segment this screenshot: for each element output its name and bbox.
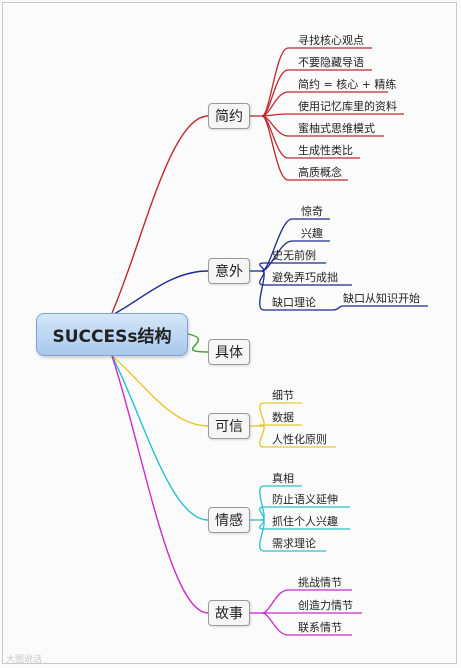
connector xyxy=(259,519,326,552)
connector xyxy=(259,425,336,448)
branch-emotional[interactable]: 情感 xyxy=(208,507,250,533)
diagram-frame xyxy=(2,2,457,664)
leaf-simple-3: 简约 = 核心 + 精练 xyxy=(298,78,397,91)
leaf-credible-2: 数据 xyxy=(272,411,294,424)
connector xyxy=(261,612,352,636)
connector xyxy=(261,115,348,181)
leaf-simple-2: 不要隐藏导语 xyxy=(298,56,364,69)
connector xyxy=(259,270,332,311)
leaf-simple-1: 寻找核心观点 xyxy=(298,34,364,47)
leaf-credible-3: 人性化原则 xyxy=(272,433,327,446)
root-node[interactable]: SUCCESs结构 xyxy=(36,313,188,356)
branch-simple[interactable]: 简约 xyxy=(208,103,250,129)
leaf-simple-4: 使用记忆库里的资料 xyxy=(298,100,397,113)
connector xyxy=(111,355,209,427)
leaf-story-1: 挑战情节 xyxy=(298,576,342,589)
leaf-simple-6: 生成性类比 xyxy=(298,144,353,157)
leaf-emotional-1: 真相 xyxy=(272,472,294,485)
connector xyxy=(331,305,428,311)
watermark: 大图说话 xyxy=(6,655,43,665)
connector xyxy=(111,270,209,316)
leaf-emotional-2: 防止语义延伸 xyxy=(272,493,338,506)
branch-credible[interactable]: 可信 xyxy=(208,413,250,439)
connector xyxy=(259,424,302,427)
leaf-unexpected-4: 避免弄巧成拙 xyxy=(272,271,338,284)
branch-story[interactable]: 故事 xyxy=(208,600,250,626)
leaf-emotional-4: 需求理论 xyxy=(272,537,316,550)
connector xyxy=(187,333,209,353)
leaf-story-2: 创造力情节 xyxy=(298,599,353,612)
connector xyxy=(261,589,352,614)
connector xyxy=(111,115,209,314)
leaf-unexpected-3: 史无前例 xyxy=(272,249,316,262)
leaf-credible-1: 细节 xyxy=(272,389,294,402)
leaf-simple-7: 高质概念 xyxy=(298,166,342,179)
connector xyxy=(261,113,404,117)
leaf-simple-5: 蜜柚式思维模式 xyxy=(298,122,375,135)
connector xyxy=(111,355,209,614)
branch-concrete[interactable]: 具体 xyxy=(208,339,250,365)
branch-unexpected[interactable]: 意外 xyxy=(208,258,250,284)
leaf-unexpected-1: 惊奇 xyxy=(301,205,323,218)
connector xyxy=(261,91,388,117)
leaf-emotional-3: 抓住个人兴趣 xyxy=(272,515,338,528)
connector xyxy=(111,355,209,521)
leaf-unexpected-sub: 缺口从知识开始 xyxy=(343,292,420,305)
leaf-unexpected-5: 缺口理论 xyxy=(272,296,316,309)
leaf-unexpected-2: 兴趣 xyxy=(301,227,323,240)
leaf-story-3: 联系情节 xyxy=(298,621,342,634)
